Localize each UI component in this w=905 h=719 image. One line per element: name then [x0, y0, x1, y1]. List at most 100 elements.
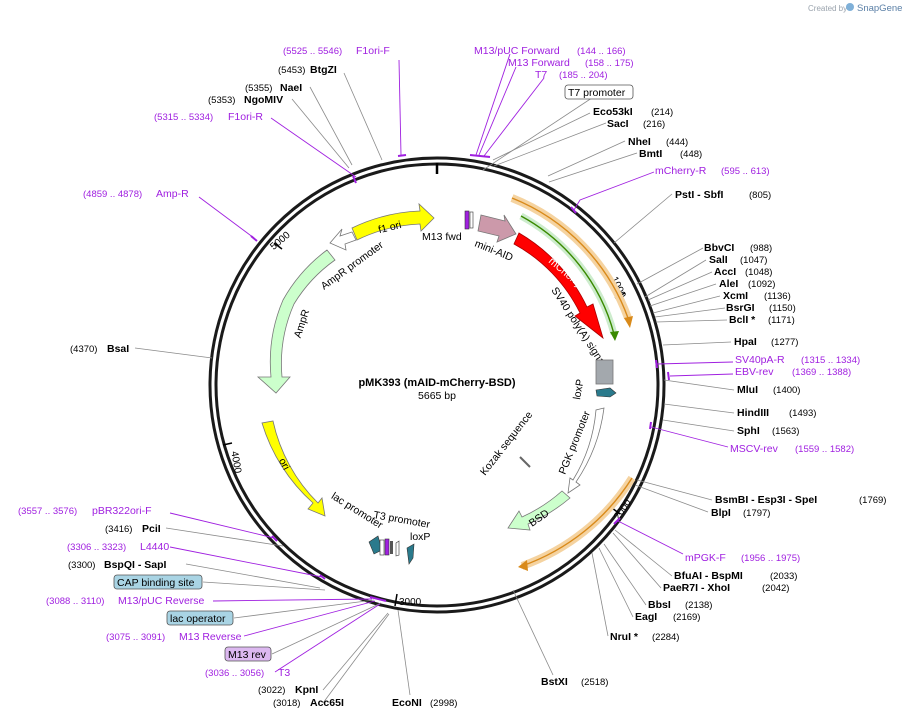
- position-label: (1277): [771, 337, 798, 348]
- enzyme-bcli[interactable]: BclI *(1171): [729, 314, 795, 326]
- enzyme-bspqi-sapi[interactable]: (3300)BspQI - SapI: [68, 559, 167, 571]
- m13-rev-box[interactable]: M13 rev: [224, 646, 272, 662]
- enzyme-bsmbi-esp3i-spei[interactable]: BsmBI - Esp3I - SpeI(1769): [715, 494, 886, 506]
- position-label: (185 .. 204): [559, 70, 608, 81]
- t3-promoter-mark[interactable]: [395, 540, 400, 557]
- enzyme-nrui[interactable]: NruI *(2284): [610, 631, 679, 643]
- enzyme-hpai[interactable]: HpaI(1277): [734, 336, 798, 348]
- name-label: SV40pA-R: [735, 354, 785, 366]
- t7-mark[interactable]: [469, 211, 474, 229]
- primer-sv40pa-r[interactable]: SV40pA-R(1315 .. 1334): [735, 354, 860, 366]
- position-label: (805): [749, 190, 771, 201]
- ampr-feature[interactable]: [256, 249, 336, 394]
- t3-mark[interactable]: [390, 541, 393, 554]
- enzyme-pcii[interactable]: (3416)PciI: [105, 523, 161, 535]
- lac-operator-box[interactable]: lac operator: [166, 610, 234, 626]
- position-label: (1797): [743, 508, 770, 519]
- primer-mpgk-f[interactable]: mPGK-F(1956 .. 1975): [685, 552, 800, 564]
- enzyme-sali[interactable]: SalI(1047): [709, 254, 767, 266]
- enzyme-eagi[interactable]: EagI(2169): [635, 611, 700, 623]
- enzyme-econi[interactable]: EcoNI(2998): [392, 697, 457, 709]
- primer-mark-m13-fwd: [469, 154, 491, 158]
- enzyme-btgzi[interactable]: (5453)BtgZI: [278, 64, 337, 76]
- enzyme-xcmi[interactable]: XcmI(1136): [723, 290, 791, 302]
- enzyme-hindiii[interactable]: HindIII(1493): [737, 407, 816, 419]
- primer-f1ori-f[interactable]: (5525 .. 5546)F1ori-F: [283, 45, 390, 57]
- name-label: BlpI: [711, 507, 731, 519]
- enzyme-acci[interactable]: AccI(1048): [714, 266, 772, 278]
- m13-fwd-mark[interactable]: [464, 210, 470, 230]
- position-label: (1769): [859, 495, 886, 506]
- name-label: pBR322ori-F: [92, 505, 152, 517]
- enzyme-paer7i-xhoi[interactable]: PaeR7I - XhoI(2042): [663, 582, 789, 594]
- enzyme-bmti[interactable]: BmtI(448): [639, 148, 702, 160]
- mini-aid-feature[interactable]: [477, 214, 517, 243]
- enzyme-ngomiv[interactable]: (5353)NgoMIV: [208, 94, 283, 106]
- enzyme-sphi[interactable]: SphI(1563): [737, 425, 799, 437]
- name-label: NruI *: [610, 631, 639, 643]
- loxp-bottom-mark[interactable]: [406, 543, 415, 565]
- enzyme-alei[interactable]: AleI(1092): [719, 278, 775, 290]
- pgk-promoter-feature[interactable]: [567, 407, 605, 494]
- f1-ori-feature[interactable]: [351, 202, 435, 241]
- primer-f1ori-r[interactable]: (5315 .. 5334)F1ori-R: [154, 111, 263, 123]
- name-label: EcoNI: [392, 697, 422, 709]
- enzyme-bbvci[interactable]: BbvCI(988): [704, 242, 772, 254]
- ampr-promoter-feature[interactable]: [329, 228, 357, 251]
- enzyme-saci[interactable]: SacI(216): [607, 118, 665, 130]
- leader-m13rev: [271, 602, 382, 655]
- enzyme-kpni[interactable]: (3022)KpnI: [258, 684, 318, 696]
- enzyme-bfuai-bspmi[interactable]: BfuAI - BspMI(2033): [674, 570, 797, 582]
- position-label: (2033): [770, 571, 797, 582]
- name-label: M13 Reverse: [179, 631, 242, 643]
- sv40-feature[interactable]: [595, 359, 614, 385]
- plasmid-size: 5665 bp: [418, 390, 456, 402]
- name-label: SacI: [607, 118, 629, 130]
- enzyme-nhei[interactable]: NheI(444): [628, 136, 688, 148]
- ori-feature[interactable]: [261, 420, 326, 517]
- primer-t3[interactable]: (3036 .. 3056)T3: [205, 667, 290, 679]
- name-label: mPGK-F: [685, 552, 726, 564]
- bsd-feature[interactable]: [507, 490, 571, 531]
- name-label: BmtI: [639, 148, 662, 160]
- enzyme-acc65i[interactable]: (3018)Acc65I: [273, 697, 344, 709]
- enzyme-psti-sbfi[interactable]: PstI - SbfI(805): [675, 189, 771, 201]
- primer-m13puc-reverse[interactable]: (3088 .. 3110)M13/pUC Reverse: [46, 595, 205, 607]
- enzyme-eco53ki[interactable]: Eco53kI(214): [593, 106, 673, 118]
- primer-mark-mscv-rev: [649, 421, 652, 430]
- primer-m13-forward[interactable]: M13 Forward(158 .. 175): [508, 57, 634, 69]
- position-label: (3022): [258, 685, 285, 696]
- lac-operator-mark[interactable]: [379, 539, 385, 556]
- kozak-mark[interactable]: [519, 456, 531, 468]
- primer-l4440[interactable]: (3306 .. 3323)L4440: [67, 541, 169, 553]
- primer-amp-r[interactable]: (4859 .. 4878)Amp-R: [83, 188, 189, 200]
- position-label: (1047): [740, 255, 767, 266]
- enzyme-bbsi[interactable]: BbsI(2138): [648, 599, 712, 611]
- ori-label: ori: [276, 456, 292, 472]
- enzyme-blpi[interactable]: BlpI (1797): [711, 507, 770, 519]
- cap-binding-site-box[interactable]: CAP binding site: [113, 574, 203, 590]
- primer-pbr322ori-f[interactable]: (3557 .. 3576)pBR322ori-F: [18, 505, 152, 517]
- primer-mark-pbr322: [271, 535, 278, 542]
- primer-mscv-rev[interactable]: MSCV-rev(1559 .. 1582): [730, 443, 854, 455]
- primer-m13-reverse[interactable]: (3075 .. 3091)M13 Reverse: [106, 631, 242, 643]
- primer-mark-m13-rev: [369, 596, 387, 602]
- enzyme-mlui[interactable]: MluI(1400): [737, 384, 800, 396]
- m13-rev-mark[interactable]: [384, 538, 390, 556]
- primer-m13puc-forward[interactable]: M13/pUC Forward(144 .. 166): [474, 45, 626, 57]
- enzyme-naei[interactable]: (5355)NaeI: [245, 82, 302, 94]
- f1-ori-label: f1 ori: [377, 219, 403, 236]
- enzyme-bsai[interactable]: (4370)BsaI: [70, 343, 129, 355]
- loxp-right-feature[interactable]: [595, 387, 617, 398]
- primer-t7[interactable]: T7(185 .. 204): [535, 69, 608, 81]
- name-label: BbvCI: [704, 242, 734, 254]
- mcherry2-feature[interactable]: [513, 232, 604, 340]
- orf-arc-orange: [511, 197, 629, 319]
- t7-promoter-box-bg: [564, 84, 634, 100]
- primer-ebv-rev[interactable]: EBV-rev(1369 .. 1388): [735, 366, 851, 378]
- primer-mcherry-r[interactable]: mCherry-R(595 .. 613): [655, 165, 770, 177]
- t7-promoter-box[interactable]: T7 promoter: [564, 84, 634, 100]
- enzyme-bstxi[interactable]: BstXI(2518): [541, 676, 608, 688]
- enzyme-bsrgi[interactable]: BsrGI(1150): [726, 302, 796, 314]
- name-label: Eco53kI: [593, 106, 633, 118]
